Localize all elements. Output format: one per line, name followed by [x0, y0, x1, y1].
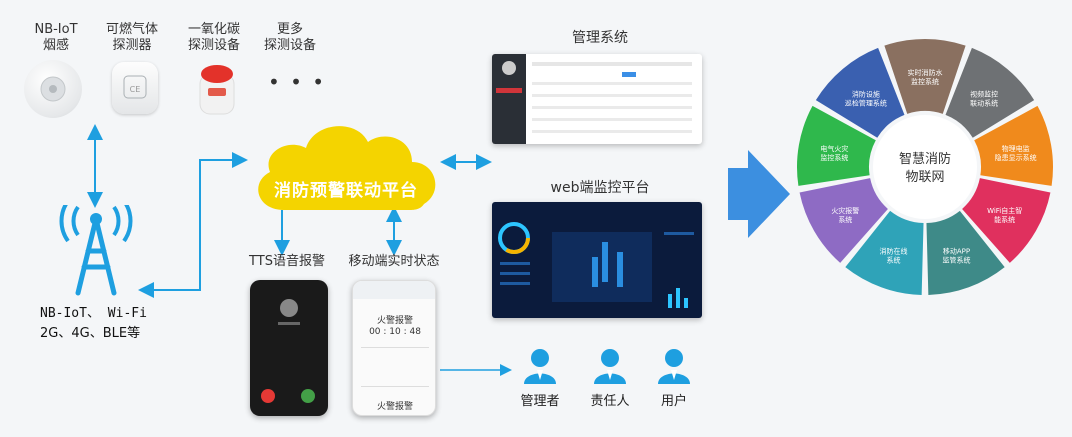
wheel-segment-label: 消防设施 [852, 90, 880, 99]
cloud-platform-label: 消防预警联动平台 [274, 181, 418, 201]
wheel-segment-label: 火灾报警 [831, 206, 859, 215]
wheel-segment-label: 移动APP [943, 246, 970, 255]
mobile-phone: 火警报警 00 : 10 : 48 火警报警 [352, 280, 436, 416]
role-label: 责任人 [590, 394, 630, 409]
role-label: 管理者 [520, 394, 560, 409]
wheel-segment-label: 能系统 [994, 215, 1015, 224]
web-monitor-title: web端监控平台 [550, 180, 650, 196]
mgmt-system-screenshot [492, 54, 702, 144]
wheel-center-label: 智慧消防 [899, 151, 951, 167]
wheel-segment-label: 实时消防水 [908, 68, 943, 77]
smoke-detector-icon [24, 60, 82, 118]
mobile-card1-label: 火警报警 [376, 316, 413, 326]
network-types-line2: 2G、4G、BLE等 [40, 326, 141, 341]
wheel-segment [797, 105, 876, 186]
co-detector-label: 一氧化碳 探测设备 [187, 22, 240, 53]
person-icon [594, 349, 626, 384]
gas-detector-label: 可燃气体 探测器 [105, 22, 158, 53]
wireless-tower-icon [46, 199, 146, 297]
wheel-segment-label: 物理电监 [1002, 144, 1030, 153]
smoke-detector-label: NB-IoT 烟感 [34, 22, 78, 53]
wheel-segment-label: 系统 [887, 255, 901, 264]
wheel-segment-label: 系统 [838, 215, 852, 224]
role-label: 用户 [660, 394, 687, 409]
wheel-segment-label: WiFi自主智 [987, 206, 1022, 215]
wheel-segment [815, 47, 905, 138]
mobile-card2-label: 火警报警 [376, 402, 413, 412]
wheel-segment [974, 105, 1053, 186]
gas-detector-icon: CE [112, 62, 158, 114]
cloud-platform: 消防预警联动平台 [244, 112, 450, 216]
role-admin: 管理者 [510, 346, 570, 416]
role-user: 用户 [644, 346, 704, 416]
wheel-segment-label: 监控系统 [911, 77, 939, 86]
web-monitor-screenshot [492, 202, 702, 318]
wheel-segment-label: 监管系统 [942, 255, 970, 264]
co-detector-icon [194, 60, 240, 116]
wheel-segment-label: 视频监控 [970, 90, 998, 99]
wheel-segment [799, 178, 888, 263]
svg-text:CE: CE [130, 85, 141, 94]
more-detectors-label: 更多 探测设备 [263, 22, 316, 53]
mobile-time: 00 : 10 : 48 [369, 327, 421, 337]
role-responsible: 责任人 [580, 346, 640, 416]
wheel-segment-label: 隐患显示系统 [995, 153, 1037, 162]
wheel-segment-label: 电气火灾 [820, 144, 848, 153]
wheel-segment [926, 210, 1005, 295]
wheel-segment [962, 178, 1051, 263]
more-dots: • • • [268, 70, 327, 94]
network-types-line1: NB-IoT、 Wi-Fi [40, 306, 147, 321]
wheel-segment [884, 39, 966, 114]
mobile-title: 移动端实时状态 [348, 254, 440, 269]
person-icon [524, 349, 556, 384]
wheel-segment-label: 监控系统 [820, 153, 848, 162]
person-icon [658, 349, 690, 384]
wheel-segment-label: 消防在线 [880, 246, 908, 255]
tts-phone [250, 280, 328, 416]
wheel-segment [845, 210, 924, 295]
wheel-segment-label: 巡检管理系统 [845, 99, 887, 108]
mgmt-system-title: 管理系统 [572, 30, 628, 46]
wheel-segment [945, 47, 1035, 138]
smart-fire-iot-wheel: 实时消防水监控系统视频监控联动系统物理电监隐患显示系统WiFi自主智能系统移动A… [797, 39, 1053, 295]
wheel-center-label: 物联网 [905, 170, 944, 185]
wheel-segment-label: 联动系统 [970, 99, 998, 108]
wheel-center [873, 115, 977, 219]
tts-title: TTS语音报警 [249, 254, 325, 269]
